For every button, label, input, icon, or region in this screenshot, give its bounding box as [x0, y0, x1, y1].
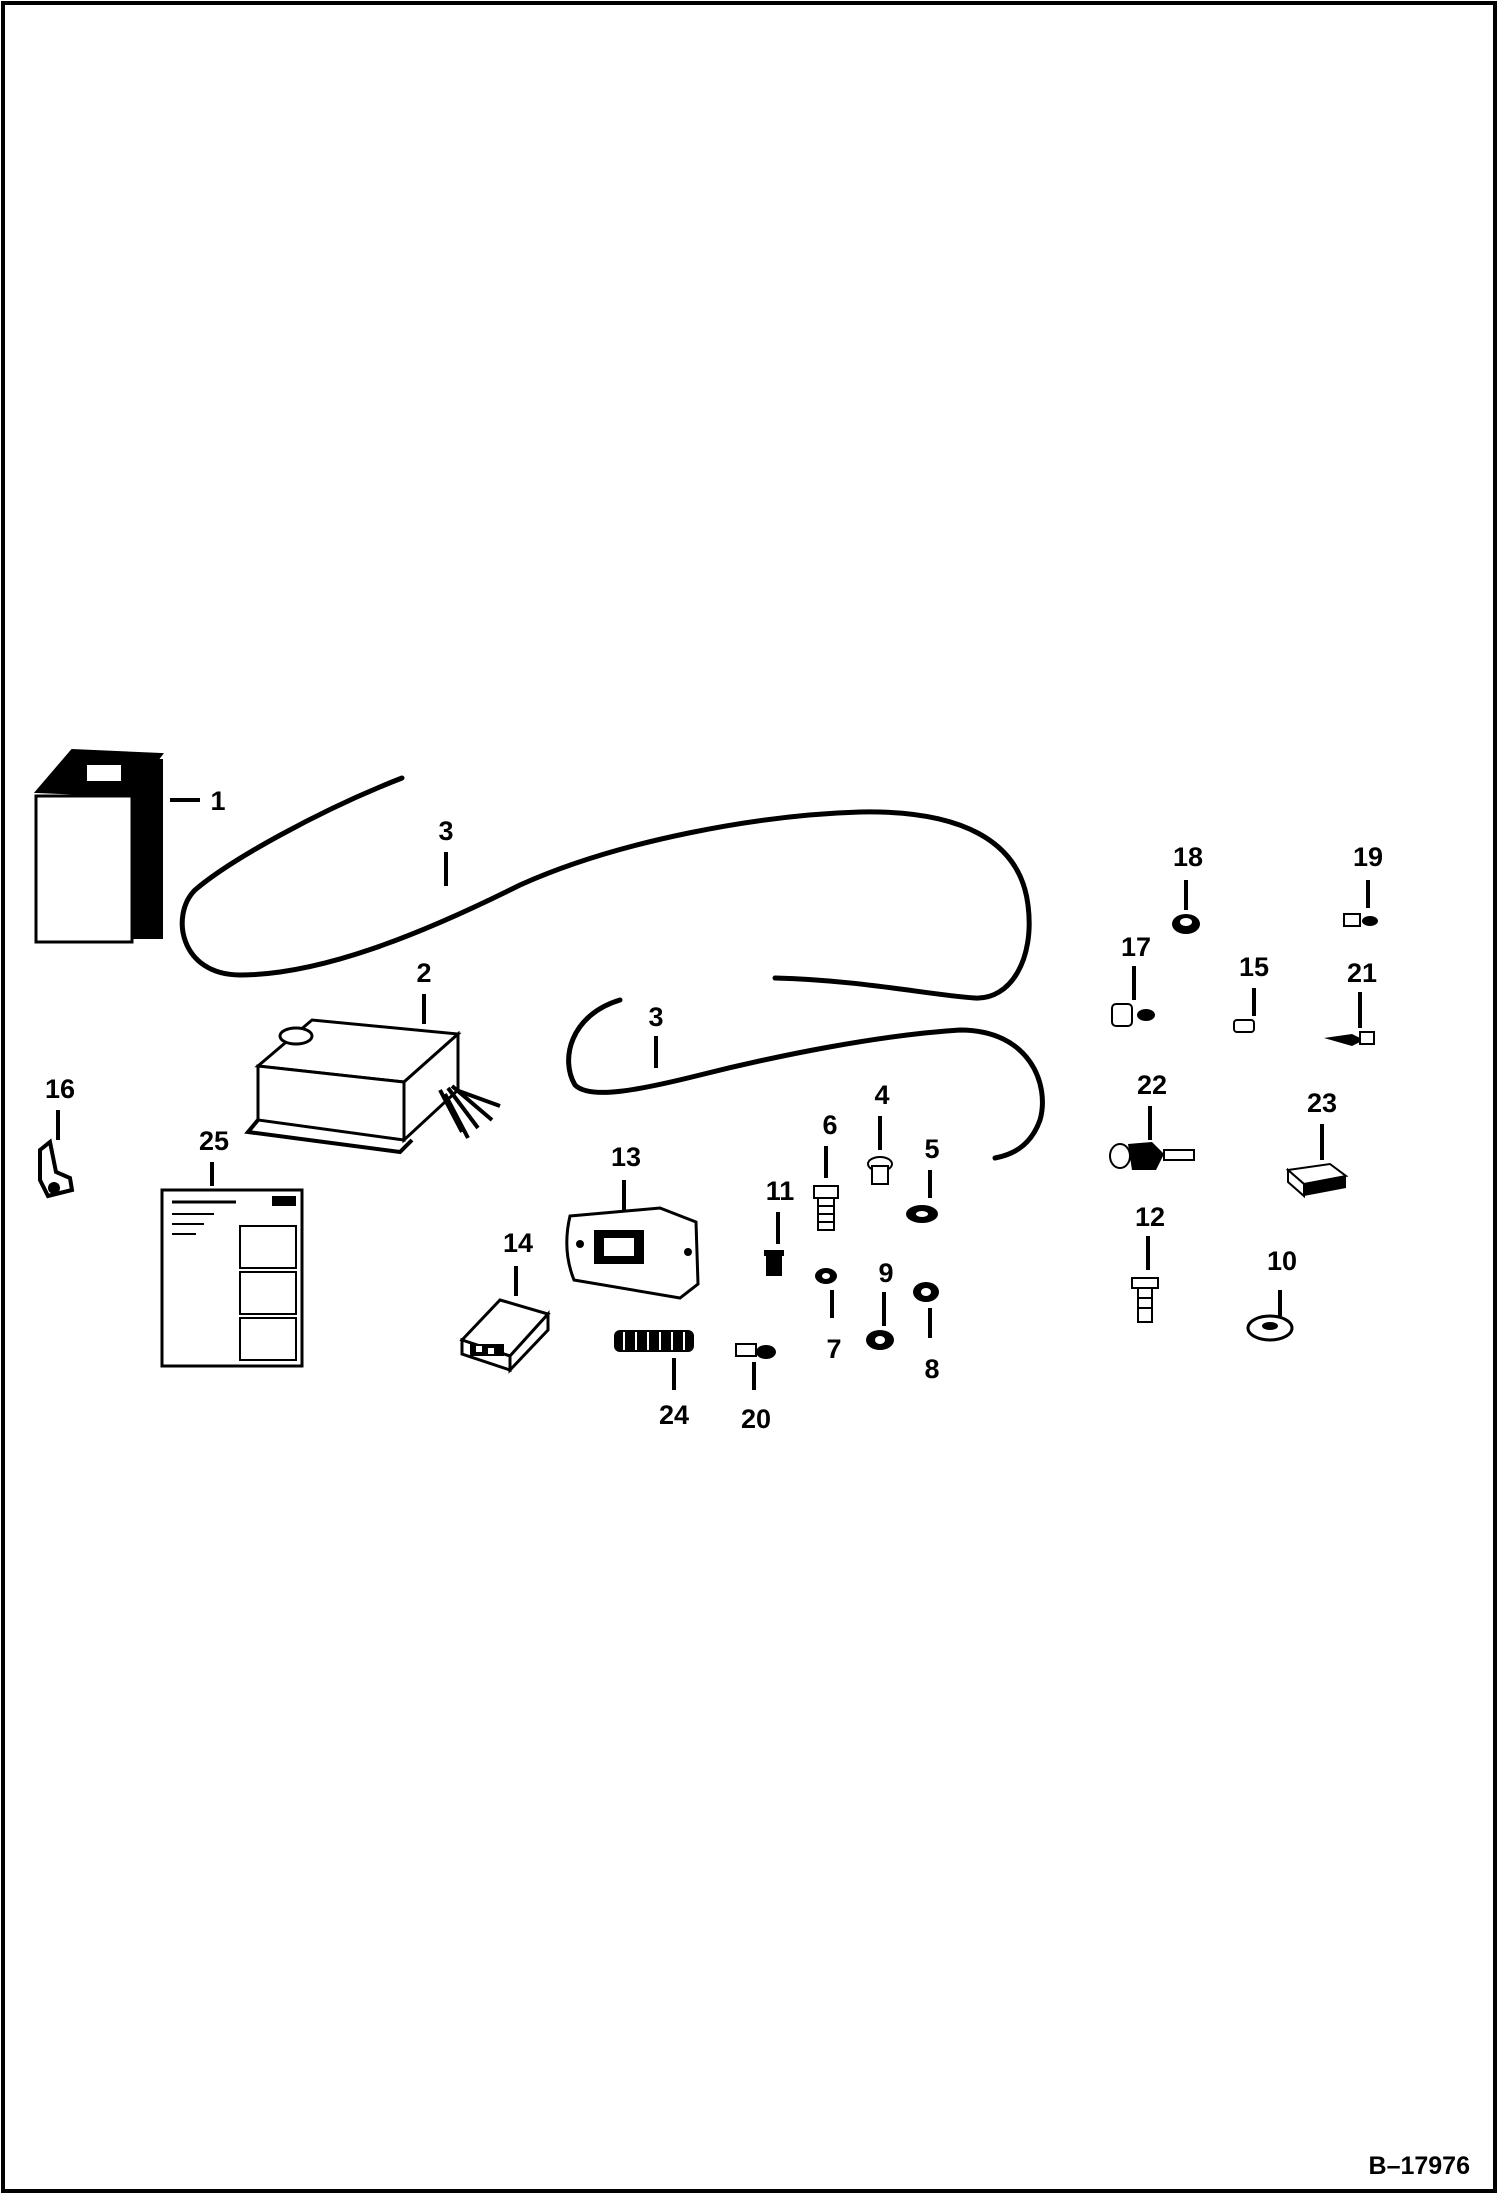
part-23-connector [1285, 1162, 1349, 1199]
callout-20: 20 [741, 1404, 771, 1434]
callout-23: 23 [1307, 1088, 1337, 1118]
callout-25: 25 [199, 1126, 229, 1156]
callout-5: 5 [924, 1134, 939, 1164]
callout-4: 4 [874, 1080, 889, 1110]
callout-14: 14 [503, 1228, 533, 1258]
callout-19: 19 [1353, 842, 1383, 872]
part-14-relay [459, 1298, 551, 1374]
callout-16: 16 [45, 1074, 75, 1104]
part-11-screw [764, 1250, 784, 1276]
part-2-control-box [244, 1018, 501, 1155]
part-25-instruction-sheet [160, 1188, 304, 1368]
callout-3-lower: 3 [648, 1002, 663, 1032]
callout-12: 12 [1135, 1202, 1165, 1232]
leader-lines [56, 852, 1370, 1390]
callout-7: 7 [826, 1334, 841, 1364]
part-3-cable-upper [179, 775, 1032, 1001]
callout-22: 22 [1137, 1070, 1167, 1100]
callout-3-upper: 3 [438, 816, 453, 846]
part-15-pin [1233, 1019, 1255, 1033]
part-17-connector [1111, 1003, 1155, 1027]
part-24-spring [614, 1330, 694, 1352]
part-7-nut [815, 1268, 837, 1284]
part-16-clip [38, 1138, 75, 1199]
part-9-nut [866, 1330, 894, 1350]
part-5-washer [906, 1205, 938, 1223]
part-3-cable-lower [566, 997, 1045, 1161]
callout-24: 24 [659, 1400, 689, 1430]
callout-11: 11 [766, 1176, 795, 1206]
figure-reference: B–17976 [1369, 2152, 1470, 2180]
part-4-screw [867, 1156, 893, 1185]
callout-18: 18 [1173, 842, 1203, 872]
part-12-bolt [1131, 1277, 1159, 1323]
callout-1: 1 [210, 786, 225, 816]
part-8-nut [913, 1282, 939, 1302]
callout-2: 2 [416, 958, 431, 988]
part-20-terminal [735, 1343, 776, 1359]
callout-21: 21 [1347, 958, 1377, 988]
callout-13: 13 [611, 1142, 641, 1172]
part-21-terminal [1324, 1031, 1375, 1046]
callout-8: 8 [924, 1354, 939, 1384]
callout-6: 6 [822, 1110, 837, 1140]
part-19-terminal [1343, 913, 1378, 927]
part-22-sender [1109, 1142, 1195, 1170]
callout-9: 9 [878, 1258, 893, 1288]
part-10-washer [1246, 1314, 1294, 1342]
callout-15: 15 [1239, 952, 1269, 982]
part-6-bolt [813, 1185, 839, 1231]
callout-17: 17 [1121, 932, 1151, 962]
part-1-module-box [33, 748, 200, 944]
callout-10: 10 [1267, 1246, 1297, 1276]
part-18-grommet [1172, 914, 1200, 934]
part-13-bracket [565, 1206, 700, 1300]
